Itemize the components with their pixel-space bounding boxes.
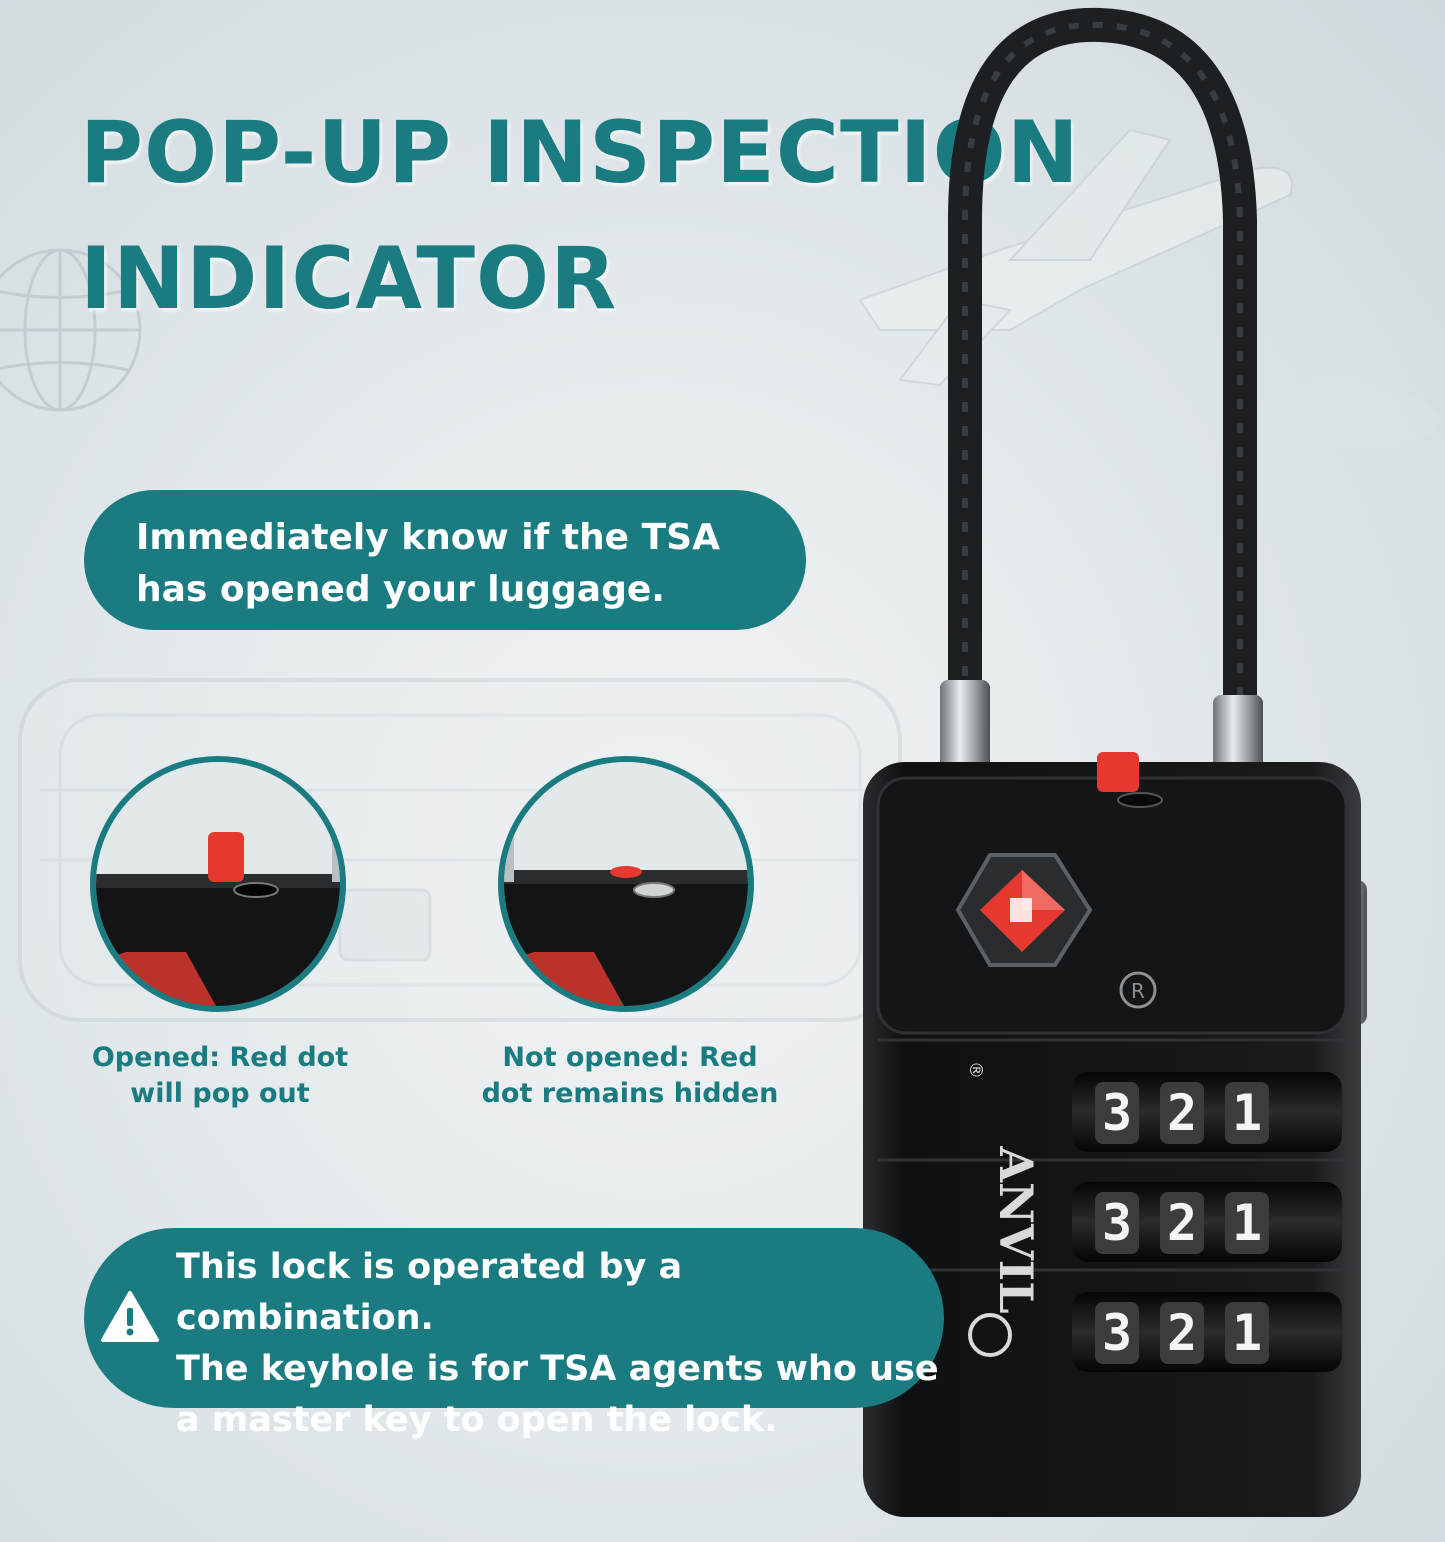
dial-3-digit-2: 2 bbox=[1167, 1304, 1197, 1362]
headline: POP-UP INSPECTION INDICATOR bbox=[80, 90, 1080, 342]
callout-combination-info: This lock is operated by a combination. … bbox=[84, 1228, 944, 1440]
dial-window-3 bbox=[1072, 1292, 1342, 1372]
dial-1-digit-3: 1 bbox=[1232, 1084, 1262, 1142]
brand-logo-text: ANVIL bbox=[989, 1145, 1043, 1313]
dial-2-digit-2: 2 bbox=[1167, 1194, 1197, 1252]
caption-not-opened-line-1: Not opened: Red bbox=[502, 1042, 758, 1073]
callout-top-line-1: Immediately know if the TSA bbox=[136, 517, 720, 558]
caption-not-opened-line-2: dot remains hidden bbox=[481, 1078, 779, 1109]
globe-icon bbox=[0, 248, 142, 412]
left-ferrule bbox=[940, 680, 990, 780]
red-dot-popped bbox=[208, 832, 244, 882]
caption-opened-line-1: Opened: Red dot bbox=[91, 1042, 349, 1073]
svg-text:R: R bbox=[1131, 979, 1145, 1003]
headline-line-1: POP-UP INSPECTION bbox=[80, 103, 1080, 203]
caption-opened-line-2: will pop out bbox=[130, 1078, 310, 1109]
opened-closeup bbox=[96, 762, 340, 1006]
dial-window-2 bbox=[1072, 1182, 1342, 1262]
inset-not-opened-state bbox=[498, 756, 754, 1012]
not-opened-closeup bbox=[504, 762, 748, 1006]
red-dot-hidden bbox=[610, 866, 642, 878]
inset-opened-state bbox=[90, 756, 346, 1012]
dial-window-1 bbox=[1072, 1072, 1342, 1152]
dial-3-digit-1: 3 bbox=[1102, 1304, 1132, 1362]
dial-1-digit-2: 2 bbox=[1167, 1084, 1197, 1142]
caption-not-opened: Not opened: Red dot remains hidden bbox=[460, 1040, 800, 1112]
callout-bottom-line-3: a master key to open the lock. bbox=[176, 1400, 778, 1440]
callout-tsa-opened: Immediately know if the TSA has opened y… bbox=[84, 490, 806, 630]
brand-registered-mark: ® bbox=[965, 1061, 986, 1079]
cable-shackle bbox=[948, 7, 1257, 732]
callout-bottom-line-1: This lock is operated by a combination. bbox=[176, 1247, 683, 1338]
dial-3-digit-3: 1 bbox=[1232, 1304, 1262, 1362]
cloud-icon bbox=[1300, 372, 1440, 450]
callout-bottom-line-2: The keyhole is for TSA agents who use bbox=[176, 1349, 939, 1389]
dial-2-digit-1: 3 bbox=[1102, 1194, 1132, 1252]
caption-opened: Opened: Red dot will pop out bbox=[60, 1040, 380, 1112]
tsa-keyhole bbox=[955, 853, 1093, 967]
inspection-indicator bbox=[1097, 752, 1139, 792]
dial-1-digit-1: 3 bbox=[1102, 1084, 1132, 1142]
warning-icon bbox=[101, 1291, 159, 1342]
brand-logo-icon bbox=[968, 1313, 1012, 1357]
dial-2-digit-3: 1 bbox=[1232, 1194, 1262, 1252]
headline-line-2: INDICATOR bbox=[80, 229, 618, 329]
callout-top-line-2: has opened your luggage. bbox=[136, 569, 665, 610]
callout-bottom-text: This lock is operated by a combination. … bbox=[176, 1242, 944, 1446]
